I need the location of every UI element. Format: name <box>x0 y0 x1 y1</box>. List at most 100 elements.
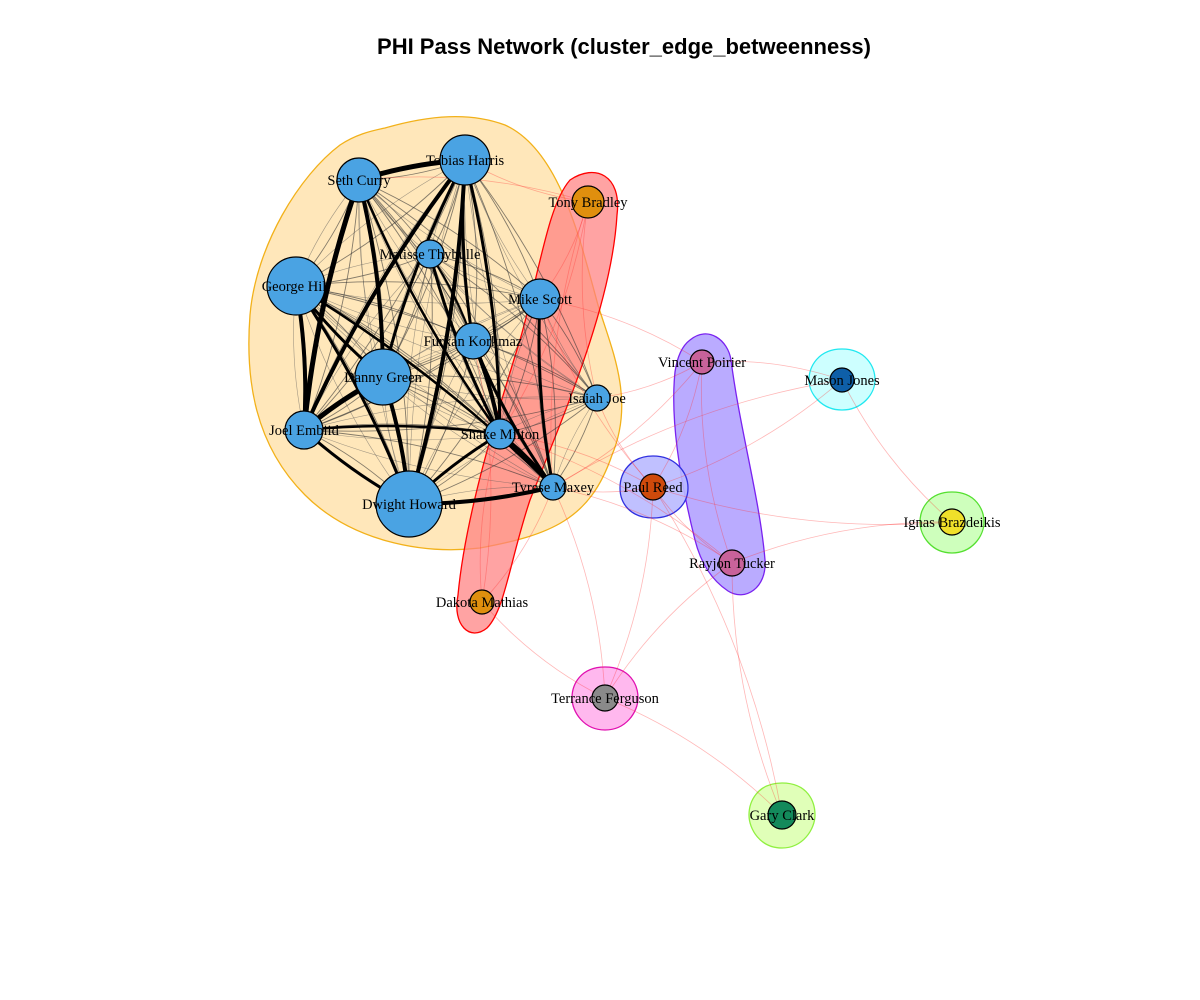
edge-dakota-furkan <box>472 340 492 603</box>
node-dakota[interactable] <box>469 589 495 615</box>
node-label-ignas: Ignas Brazdeikis <box>903 515 1000 531</box>
edge-mason-paul <box>652 379 843 488</box>
node-label-shake: Shake Milton <box>461 427 540 443</box>
node-dwight[interactable] <box>375 470 443 538</box>
node-label-isaiah: Isaiah Joe <box>568 391 626 407</box>
node-furkan[interactable] <box>454 322 492 360</box>
edge-shake-seth <box>358 179 501 435</box>
edge-terrance-paul <box>604 486 654 699</box>
edge-tyrese-mike <box>539 298 556 488</box>
node-label-george: George Hill <box>262 279 331 295</box>
plot-title: PHI Pass Network (cluster_edge_betweenne… <box>377 34 871 59</box>
node-gary[interactable] <box>767 800 797 830</box>
edge-rayjon-shake <box>499 433 733 564</box>
edge-vincent-paul <box>652 361 703 488</box>
edge-dwight-seth <box>358 179 410 505</box>
edge-gary-terrance <box>604 697 783 816</box>
edge-mason-tyrese <box>552 379 843 488</box>
edge-heavy-joel-shake <box>303 424 501 436</box>
edge-joel-isaiah <box>303 397 598 432</box>
edge-seth-dwight <box>358 179 410 505</box>
node-mike[interactable] <box>519 278 561 320</box>
node-matisse[interactable] <box>415 239 445 269</box>
node-tobias[interactable] <box>439 134 491 186</box>
edge-heavy-tobias-shake <box>463 159 502 435</box>
edge-ignas-mason <box>841 379 953 523</box>
edge-tobias-dwight <box>408 159 466 505</box>
edge-isaiah-seth <box>358 179 598 399</box>
node-tyrese[interactable] <box>539 473 567 501</box>
edge-tobias-isaiah <box>464 159 598 399</box>
cluster-hull-c3 <box>673 333 766 596</box>
edge-mike-vincent <box>539 298 703 363</box>
node-label-tobias: Tobias Harris <box>426 153 505 169</box>
edge-terrance-dakota <box>481 601 606 699</box>
node-george[interactable] <box>266 256 326 316</box>
node-label-tony: Tony Bradley <box>548 195 628 211</box>
edge-tyrese-matisse <box>429 253 554 488</box>
nodes <box>266 134 966 830</box>
node-rayjon[interactable] <box>718 549 746 577</box>
node-label-tyrese: Tyrese Maxey <box>512 480 595 496</box>
edge-ignas-rayjon <box>731 521 953 564</box>
edge-joel-seth <box>303 179 360 431</box>
edge-joel-tobias <box>303 159 466 431</box>
edge-isaiah-tobias <box>464 159 598 399</box>
edge-gary-rayjon <box>731 562 783 816</box>
edge-heavy-tobias-joel <box>302 158 467 431</box>
node-paul[interactable] <box>639 473 667 501</box>
edge-tony-shake <box>499 201 589 435</box>
node-label-joel: Joel Embiid <box>269 423 339 439</box>
edge-seth-mike <box>358 179 541 300</box>
edge-isaiah-matisse <box>429 253 598 399</box>
node-danny[interactable] <box>354 348 412 406</box>
edge-dakota-shake <box>479 433 501 603</box>
edge-vincent-tyrese <box>552 361 703 488</box>
node-label-danny: Danny Green <box>344 370 422 386</box>
edge-vincent-rayjon <box>700 361 733 564</box>
node-label-rayjon: Rayjon Tucker <box>689 556 775 572</box>
edge-terrance-rayjon <box>604 562 733 699</box>
edge-heavy-seth-shake <box>357 179 502 435</box>
edge-joel-matisse <box>303 253 431 431</box>
node-label-gary: Gary Clark <box>750 808 816 824</box>
node-label-mason: Mason Jones <box>804 373 880 389</box>
node-label-terrance: Terrance Ferguson <box>551 691 660 707</box>
edge-heavy-george-tyrese <box>295 284 554 488</box>
edge-gary-paul <box>652 486 783 816</box>
edge-terrance-tyrese <box>552 486 606 699</box>
edge-seth-shake <box>358 179 501 435</box>
node-mason[interactable] <box>829 367 855 393</box>
node-label-vincent: Vincent Poirier <box>658 355 746 371</box>
node-joel[interactable] <box>284 410 324 450</box>
node-seth[interactable] <box>336 157 382 203</box>
cluster-hull-c2 <box>456 171 619 634</box>
node-label-paul: Paul Reed <box>623 480 683 496</box>
edge-joel-tyrese <box>303 429 554 488</box>
edge-george-tyrese <box>295 285 554 488</box>
edge-isaiah-tony <box>581 201 598 399</box>
edge-seth-isaiah <box>358 179 598 399</box>
edge-mason-vincent <box>701 360 843 381</box>
edge-tyrese-joel <box>303 429 554 488</box>
node-shake[interactable] <box>484 418 516 450</box>
edge-tyrese-furkan <box>472 340 554 488</box>
node-ignas[interactable] <box>938 508 966 536</box>
edge-heavy-mike-tyrese <box>537 298 555 488</box>
node-vincent[interactable] <box>689 349 715 375</box>
edge-mike-seth <box>358 179 541 300</box>
node-label-matisse: Matisse Thybulle <box>380 247 481 263</box>
edge-rayjon-tyrese <box>552 486 733 564</box>
edge-dakota-tyrese <box>481 486 554 603</box>
node-label-furkan: Furkan Korkmaz <box>424 334 523 350</box>
node-tony[interactable] <box>571 185 605 219</box>
edge-seth-furkan <box>358 179 474 342</box>
edge-joel-mike <box>303 298 541 431</box>
node-label-seth: Seth Curry <box>327 173 391 189</box>
node-terrance[interactable] <box>591 684 619 712</box>
node-isaiah[interactable] <box>583 384 611 412</box>
node-label-mike: Mike Scott <box>508 292 572 308</box>
